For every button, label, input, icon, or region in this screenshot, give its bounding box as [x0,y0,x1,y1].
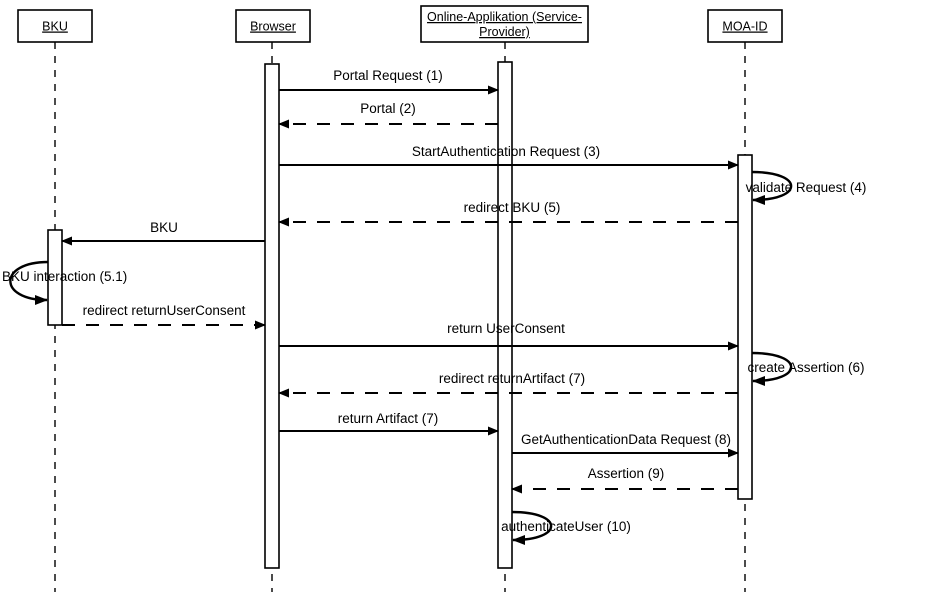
message-label-6: create Assertion (6) [747,360,864,375]
self-message-arrow-5.1 [9,260,49,305]
message-label-5a: BKU [150,220,178,235]
participant-label-oa: Provider) [479,25,530,39]
participant-label-oa: Online-Applikation (Service- [427,10,582,24]
messages-layer: Portal Request (1) Portal (2) StartAuthent… [2,68,867,545]
message-label-10: authenticateUser (10) [501,519,631,534]
message-label-6a: redirect returnUserConsent [83,303,246,318]
message-label-4: validate Request (4) [746,180,867,195]
message-label-5.1: BKU interaction (5.1) [2,269,127,284]
participant-label-browser: Browser [250,20,296,34]
self-message-arrow-6 [751,351,793,386]
message-label-9: Assertion (9) [588,466,665,481]
participant-headers-layer: BKU Browser Online-Applikation (Service-Pr… [17,5,783,43]
activation-bar-bku [47,229,63,326]
activation-bars-layer [47,61,753,569]
message-label-2: Portal (2) [360,101,416,116]
message-label-5: redirect BKU (5) [464,200,561,215]
participant-label-bku: BKU [42,20,68,34]
participant-box-moaid[interactable] [707,9,783,43]
participant-label-moaid: MOA-ID [722,20,767,34]
message-label-1: Portal Request (1) [333,68,443,83]
message-label-7b: return Artifact (7) [338,411,439,426]
message-label-6b: return UserConsent [447,321,565,336]
participant-box-oa[interactable] [420,5,589,43]
self-message-arrow-4 [751,170,793,205]
participant-box-browser[interactable] [235,9,311,43]
activation-bar-moaid [737,154,753,500]
message-label-8: GetAuthenticationData Request (8) [521,432,731,447]
self-message-arrow-10 [511,510,553,545]
activation-bar-oa [497,61,513,569]
activation-bar-browser [264,63,280,569]
message-label-7a: redirect returnArtifact (7) [439,371,585,386]
participant-box-bku[interactable] [17,9,93,43]
message-label-3: StartAuthentication Request (3) [412,144,600,159]
